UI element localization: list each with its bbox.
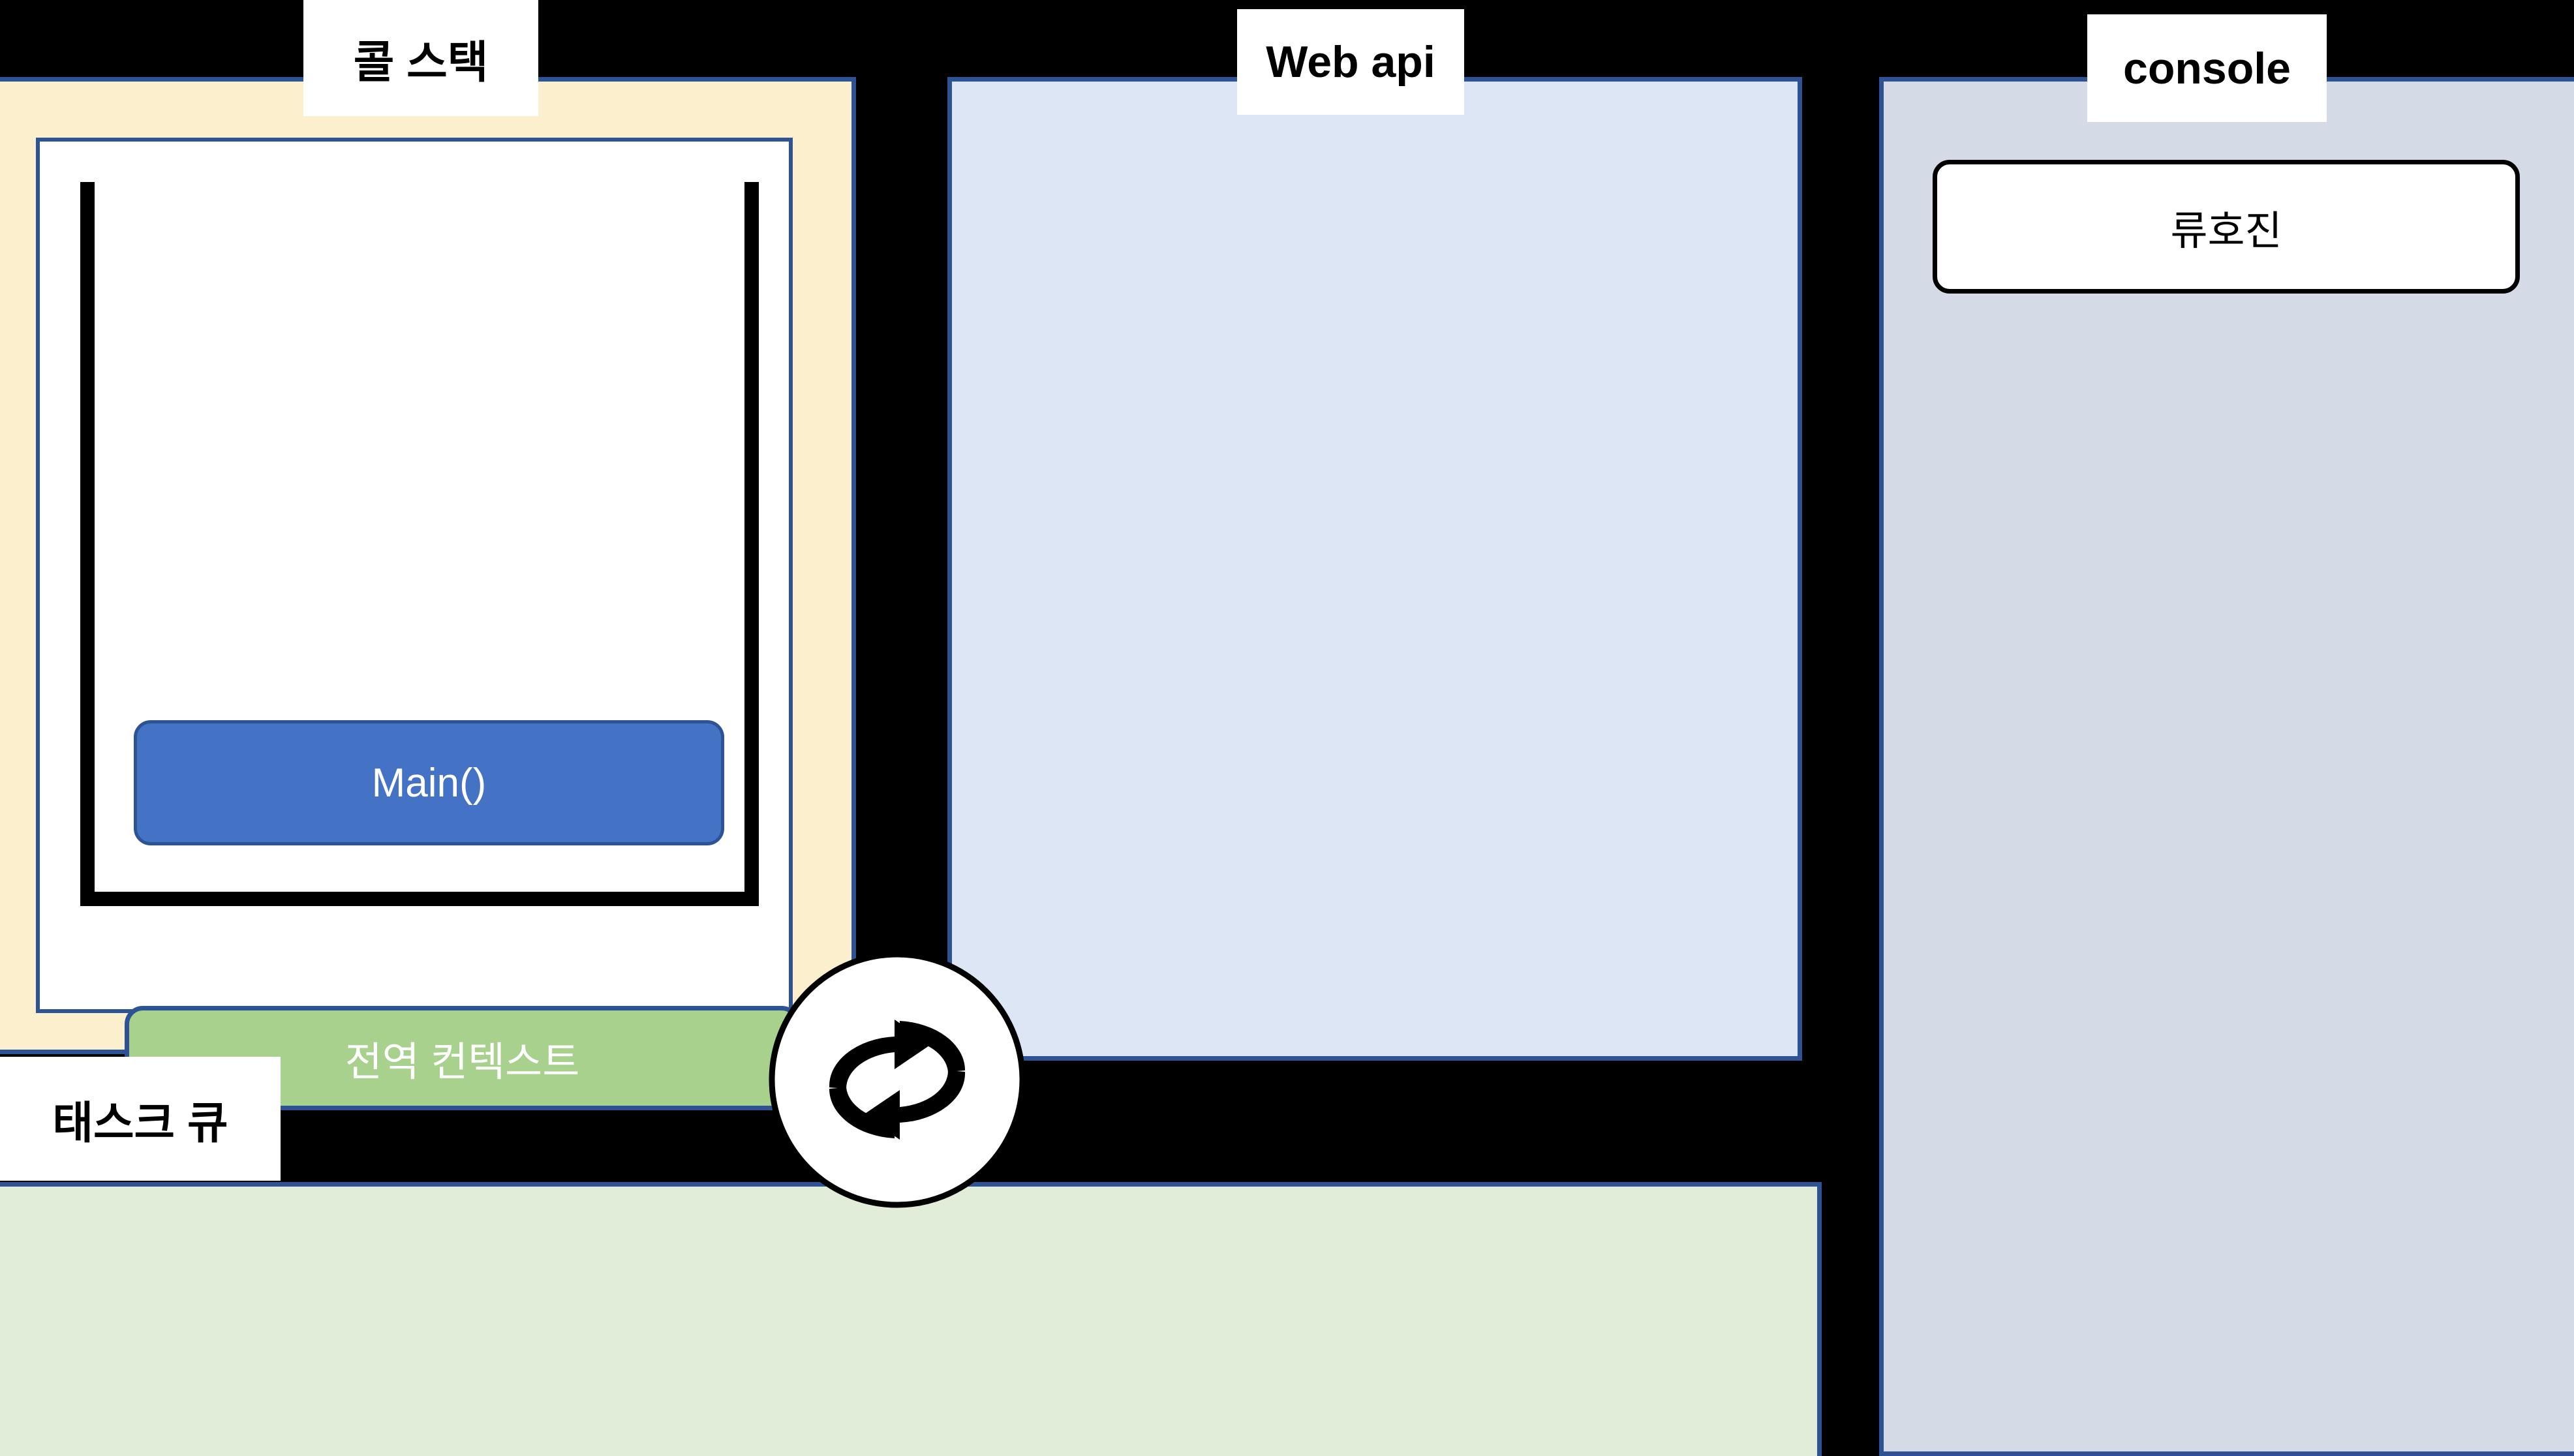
console-panel: 류호진 — [1879, 77, 2574, 1456]
web-api-panel — [947, 77, 1802, 1061]
call-stack-tab-label: 콜 스택 — [303, 0, 538, 116]
task-queue-tab-label: 태스크 큐 — [0, 1057, 281, 1181]
stack-frame-main[interactable]: Main() — [134, 720, 724, 845]
console-log-entry[interactable]: 류호진 — [1933, 160, 2520, 294]
call-stack-panel: Main() 전역 컨텍스트 — [0, 77, 856, 1110]
web-api-tab-label: Web api — [1237, 9, 1464, 115]
console-tab-label: console — [2087, 14, 2327, 122]
task-queue-panel — [0, 1182, 1822, 1456]
call-stack-inner-box: Main() 전역 컨텍스트 — [36, 138, 800, 1110]
event-loop-cycle-icon[interactable] — [767, 949, 1028, 1210]
call-stack-bracket: Main() — [80, 182, 759, 906]
